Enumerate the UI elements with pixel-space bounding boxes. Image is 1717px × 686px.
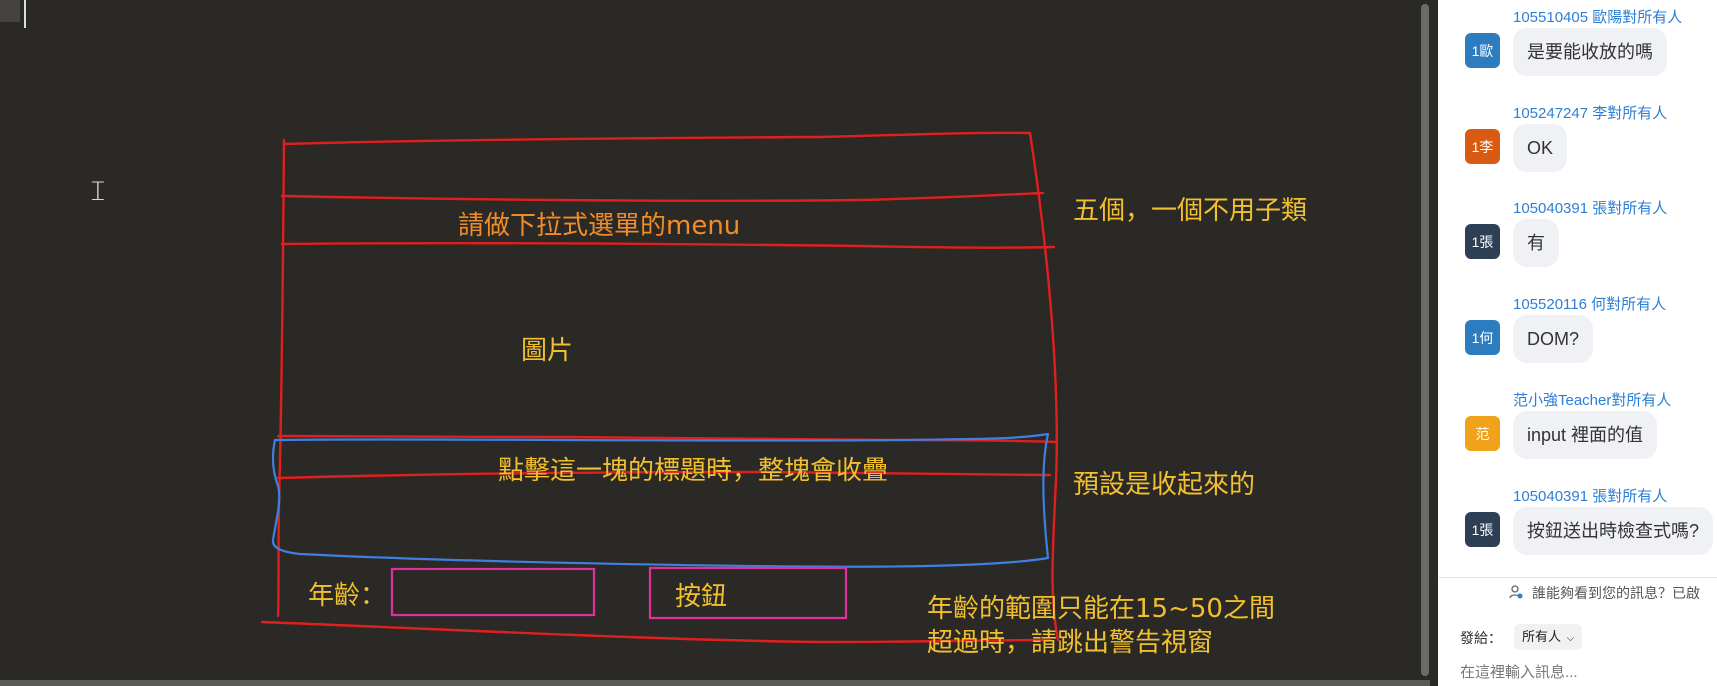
red-frame-top [282, 131, 1032, 146]
blue-collapse-outline [271, 432, 1050, 568]
message-bubble: 是要能收放的嗎 [1513, 28, 1667, 76]
message-sender: 范小強Teacher對所有人 [1513, 392, 1672, 409]
vertical-scrollbar[interactable] [1421, 4, 1429, 676]
message-bubble: input 裡面的值 [1513, 411, 1658, 459]
message-bubble: DOM? [1513, 315, 1594, 363]
message-bubble: 按鈕送出時檢查式嗎? [1513, 507, 1714, 555]
red-line-collapse [276, 470, 1052, 480]
text-cursor [24, 0, 26, 28]
avatar: 1何 [1465, 320, 1500, 355]
age-label: 年齡： [308, 581, 387, 611]
privacy-note[interactable]: 誰能夠看到您的訊息？已啟 [1532, 585, 1700, 601]
button-box [648, 566, 848, 620]
send-to-label: 發給： [1460, 630, 1502, 646]
chat-divider [1438, 577, 1717, 578]
red-line-bottom [260, 620, 1052, 644]
red-line-menu-bottom [280, 241, 1056, 249]
message-sender: 105510405 歐陽對所有人 [1513, 9, 1683, 26]
recipient-value: 所有人 [1522, 629, 1562, 644]
age-range-annotation: 年齡的範圍只能在15~50之間 [927, 594, 1275, 624]
whiteboard-canvas[interactable]: 𝙸 請做下拉式選單的menu 五個，一個不用子類 圖片 點擊這一塊的標題時，整塊… [0, 0, 1430, 686]
ibeam-cursor-icon: 𝙸 [88, 174, 108, 207]
alert-annotation: 超過時，請跳出警告視窗 [927, 628, 1214, 658]
image-annotation: 圖片 [521, 336, 574, 366]
recipient-select[interactable]: 所有人 ⌵ [1514, 624, 1583, 650]
avatar: 1李 [1465, 129, 1500, 164]
menu-annotation: 請做下拉式選單的menu [458, 211, 741, 241]
avatar: 1張 [1465, 224, 1500, 259]
chat-panel: 105510405 歐陽對所有人 1歐 是要能收放的嗎 105247247 李對… [1438, 0, 1717, 686]
message-input[interactable]: 在這裡輸入訊息... [1460, 664, 1578, 681]
message-bubble: 有 [1513, 219, 1559, 267]
person-visibility-icon [1509, 585, 1523, 599]
collapse-annotation: 點擊這一塊的標題時，整塊會收疊 [498, 456, 889, 486]
message-sender: 105040391 張對所有人 [1513, 488, 1668, 505]
red-line-menu-top [280, 191, 1045, 202]
red-frame-right [1028, 131, 1060, 642]
avatar: 1歐 [1465, 33, 1500, 68]
horizontal-scrollbar[interactable] [0, 680, 1430, 686]
chevron-down-icon: ⌵ [1566, 633, 1575, 644]
red-line-image-bottom [276, 434, 1059, 444]
button-label: 按鈕 [675, 582, 728, 612]
message-sender: 105040391 張對所有人 [1513, 200, 1668, 217]
sketch-drawing [260, 131, 1060, 644]
avatar: 1張 [1465, 512, 1500, 547]
cursor-block [0, 0, 20, 22]
message-sender: 105520116 何對所有人 [1513, 296, 1667, 313]
avatar: 范 [1465, 416, 1500, 451]
red-frame-left [276, 138, 286, 618]
age-input-box [390, 567, 596, 617]
default-collapsed-annotation: 預設是收起來的 [1073, 470, 1256, 500]
five-items-annotation: 五個，一個不用子類 [1073, 196, 1308, 226]
message-sender: 105247247 李對所有人 [1513, 105, 1668, 122]
message-bubble: OK [1513, 124, 1568, 172]
